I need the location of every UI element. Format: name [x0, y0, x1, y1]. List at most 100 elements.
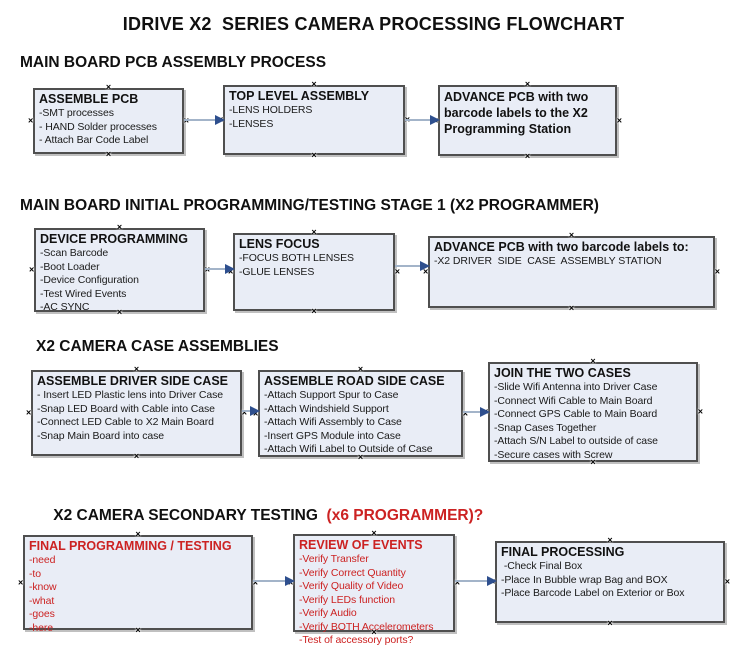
arrowhead-icon — [420, 261, 430, 271]
box-item: - Attach Bar Code Label — [39, 134, 149, 146]
box-item: -Attach Windshield Support — [264, 402, 389, 415]
connection-point-icon — [311, 80, 316, 89]
box-item: - Insert LED Plastic lens into Driver Ca… — [37, 389, 224, 401]
arrowhead-icon — [215, 115, 225, 125]
connection-point-icon — [395, 268, 400, 277]
connection-point-icon — [715, 268, 720, 277]
flow-arrow — [463, 407, 490, 417]
arrowhead-icon — [250, 406, 260, 416]
box-item: -Verify Audio — [299, 607, 357, 619]
box-item: -Attach S/N Label to outside of case — [494, 435, 658, 447]
box-item: -Verify BOTH Accelerometers — [299, 620, 434, 633]
box-item: -Place In Bubble wrap Bag and BOX — [501, 573, 668, 586]
connection-point-icon — [26, 409, 31, 418]
connection-point-icon — [184, 117, 189, 126]
box-item: -FOCUS BOTH LENSES — [239, 252, 354, 264]
connection-point-icon — [525, 152, 530, 161]
box-item: -LENS HOLDERS — [229, 104, 313, 116]
section-header-initial-programming: MAIN BOARD INITIAL PROGRAMMING/TESTING S… — [20, 197, 599, 214]
flow-arrow — [205, 264, 235, 274]
box-item: -Attach Wifi Label to Outside of Case — [264, 443, 433, 455]
box-item: -Insert GPS Module into Case — [264, 429, 401, 442]
box-item: -Connect GPS Cable to Main Board — [494, 408, 658, 420]
box-item: -know — [29, 581, 57, 593]
box-item: -Device Configuration — [40, 274, 139, 286]
box-item: -Verify Quality of Video — [299, 580, 404, 592]
box-title: DEVICE PROGRAMMING — [40, 232, 188, 246]
arrowhead-icon — [480, 407, 490, 417]
arrowhead-icon — [487, 576, 497, 586]
box-title: JOIN THE TWO CASES — [494, 366, 631, 380]
box-item: -SMT processes — [39, 107, 114, 119]
flow-arrow — [405, 115, 440, 125]
section-header-case-assemblies: X2 CAMERA CASE ASSEMBLIES — [36, 338, 279, 355]
connection-point-icon — [590, 458, 595, 467]
box-item: -need — [29, 554, 56, 566]
box-item: -Attach Support Spur to Case — [264, 389, 399, 401]
connection-point-icon — [135, 626, 140, 635]
flow-box-review-of-events: REVIEW OF EVENTS -Verify Transfer -Verif… — [293, 534, 455, 646]
arrowhead-icon — [285, 576, 295, 586]
flow-box-join-the-two-cases: JOIN THE TWO CASES -Slide Wifi Antenna i… — [488, 362, 698, 462]
connection-point-icon — [311, 228, 316, 237]
box-item: -Verify Transfer — [299, 553, 369, 565]
box-item: -GLUE LENSES — [239, 265, 315, 278]
connection-point-icon — [617, 116, 622, 125]
connection-point-icon — [569, 304, 574, 313]
connection-point-icon — [311, 307, 316, 316]
connection-point-icon — [371, 628, 376, 637]
box-item: -AC SYNC — [40, 301, 90, 313]
section-header-suffix: (x6 PROGRAMMER)? — [317, 507, 484, 524]
connection-point-icon — [18, 578, 23, 587]
connection-point-icon — [525, 80, 530, 89]
box-item: -Attach Wifi Assembly to Case — [264, 416, 402, 428]
arrowhead-icon — [430, 115, 440, 125]
box-title: ADVANCE PCB with two barcode labels to: — [434, 240, 689, 254]
box-item: -Place Barcode Label on Exterior or Box — [501, 587, 685, 599]
connection-point-icon — [205, 266, 210, 275]
section-header-pcb-assembly: MAIN BOARD PCB ASSEMBLY PROCESS — [20, 54, 327, 71]
section-header-secondary-testing: X2 CAMERA SECONDARY TESTING (x6 PROGRAMM… — [36, 489, 483, 543]
connection-point-icon — [311, 151, 316, 160]
flow-box-lens-focus: LENS FOCUS -FOCUS BOTH LENSES -GLUE LENS… — [233, 233, 395, 311]
connection-point-icon — [134, 365, 139, 374]
box-item: -Connect LED Cable to X2 Main Board — [37, 416, 214, 428]
box-item: -X2 DRIVER SIDE CASE ASSEMBLY STATION — [434, 255, 662, 267]
box-title: LENS FOCUS — [239, 237, 320, 251]
connection-point-icon — [590, 357, 595, 366]
connection-point-icon — [135, 530, 140, 539]
box-item: -Verify Correct Quantity — [299, 566, 406, 579]
flow-arrow — [395, 261, 430, 271]
flow-box-advance-pcb-driver-side-station: ADVANCE PCB with two barcode labels to: … — [428, 236, 715, 308]
box-item: -LENSES — [229, 117, 274, 130]
connection-point-icon — [106, 150, 111, 159]
box-item: -Snap Cases Together — [494, 421, 597, 434]
flow-box-assemble-driver-side-case: ASSEMBLE DRIVER SIDE CASE - Insert LED P… — [31, 370, 242, 456]
box-title: FINAL PROCESSING — [501, 545, 625, 559]
flow-box-final-processing: FINAL PROCESSING -Check Final Box -Place… — [495, 541, 725, 623]
box-item: -Connect Wifi Cable to Main Board — [494, 394, 653, 407]
box-item: -Scan Barcode — [40, 247, 109, 259]
connection-point-icon — [371, 529, 376, 538]
flow-arrow — [455, 576, 497, 586]
box-item: -Slide Wifi Antenna into Driver Case — [494, 381, 658, 393]
flow-box-assemble-pcb: ASSEMBLE PCB -SMT processes - HAND Solde… — [33, 88, 184, 154]
connection-point-icon — [725, 578, 730, 587]
box-item: -goes — [29, 608, 55, 620]
box-item: -Test Wired Events — [40, 287, 127, 300]
flow-box-final-programming-testing: FINAL PROGRAMMING / TESTING -need -to -k… — [23, 535, 253, 634]
connection-point-icon — [29, 266, 34, 275]
flow-box-device-programming: DEVICE PROGRAMMING -Scan Barcode -Boot L… — [34, 228, 205, 313]
box-title: ASSEMBLE PCB — [39, 92, 139, 106]
flow-arrow — [242, 406, 260, 416]
connection-point-icon — [358, 453, 363, 462]
connection-point-icon — [358, 365, 363, 374]
arrowhead-icon — [225, 264, 235, 274]
connection-point-icon — [106, 83, 111, 92]
connection-point-icon — [569, 231, 574, 240]
flow-box-advance-pcb-programming-station: ADVANCE PCB with two barcode labels to t… — [438, 85, 617, 156]
section-header-text: X2 CAMERA SECONDARY TESTING — [53, 507, 318, 524]
box-item: -Snap LED Board with Cable into Case — [37, 402, 215, 415]
connection-point-icon — [28, 117, 33, 126]
